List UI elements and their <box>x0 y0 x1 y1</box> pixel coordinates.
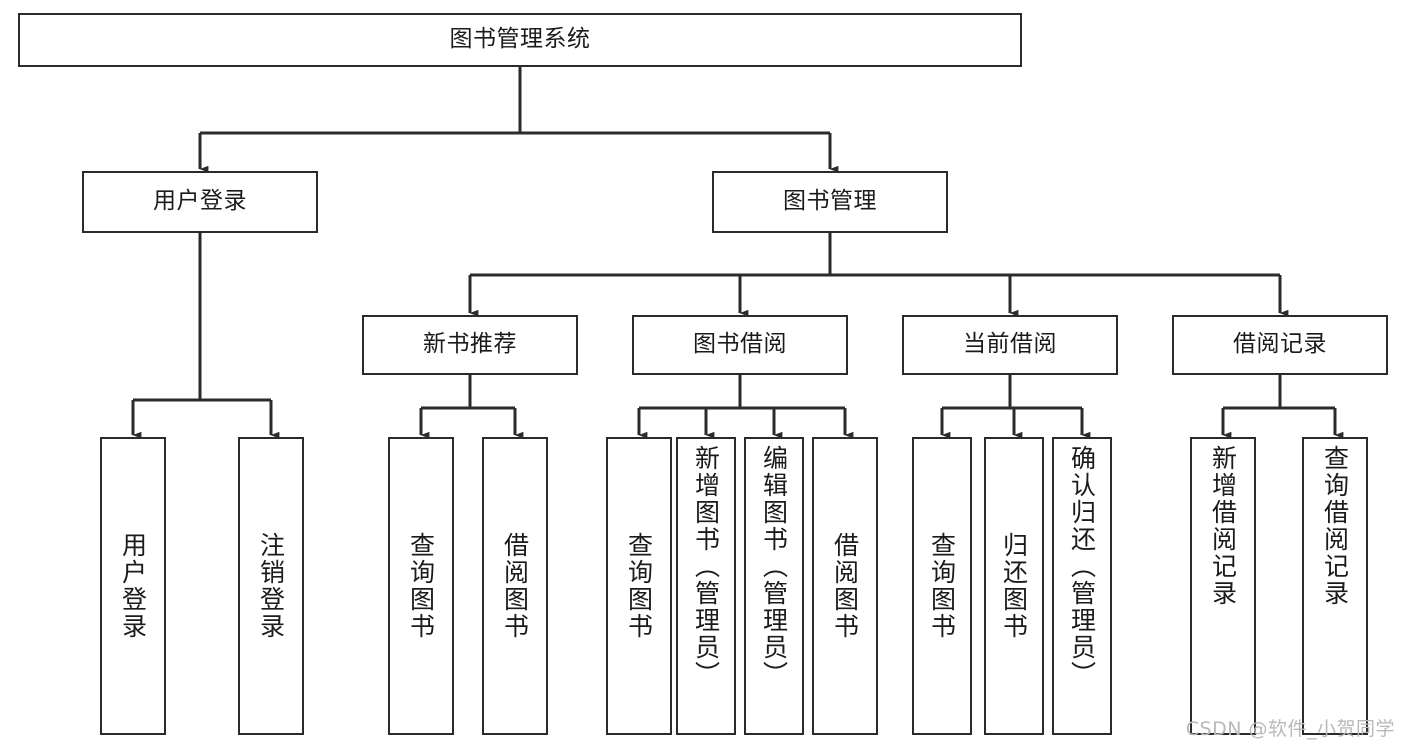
leaf-node-label: 用户登录 <box>118 532 148 640</box>
leaf-node-5[interactable]: 新增图书（管理员） <box>676 437 736 735</box>
level3-node-2[interactable]: 当前借阅 <box>902 315 1118 375</box>
leaf-node-label: 查询图书 <box>406 532 436 640</box>
level3-node-label: 新书推荐 <box>423 331 517 358</box>
level3-node-label: 图书借阅 <box>693 331 787 358</box>
leaf-node-4[interactable]: 查询图书 <box>606 437 672 735</box>
level2-node-label: 用户登录 <box>153 188 247 215</box>
level3-node-label: 借阅记录 <box>1233 331 1327 358</box>
leaf-node-label: 查询借阅记录 <box>1320 445 1350 607</box>
level3-node-1[interactable]: 图书借阅 <box>632 315 848 375</box>
level3-node-label: 当前借阅 <box>963 331 1057 358</box>
leaf-node-8[interactable]: 查询图书 <box>912 437 972 735</box>
leaf-node-label: 确认归还（管理员） <box>1067 445 1097 688</box>
level3-node-3[interactable]: 借阅记录 <box>1172 315 1388 375</box>
leaf-node-label: 查询图书 <box>927 532 957 640</box>
leaf-node-2[interactable]: 查询图书 <box>388 437 454 735</box>
leaf-node-label: 归还图书 <box>999 532 1029 640</box>
leaf-node-label: 查询图书 <box>624 532 654 640</box>
leaf-node-label: 借阅图书 <box>830 532 860 640</box>
leaf-node-label: 编辑图书（管理员） <box>759 445 789 688</box>
leaf-node-label: 注销登录 <box>256 532 286 640</box>
level3-node-0[interactable]: 新书推荐 <box>362 315 578 375</box>
leaf-node-12[interactable]: 查询借阅记录 <box>1302 437 1368 735</box>
leaf-node-9[interactable]: 归还图书 <box>984 437 1044 735</box>
leaf-node-11[interactable]: 新增借阅记录 <box>1190 437 1256 735</box>
root-node-0[interactable]: 图书管理系统 <box>18 13 1022 67</box>
leaf-node-label: 新增借阅记录 <box>1208 445 1238 607</box>
leaf-node-0[interactable]: 用户登录 <box>100 437 166 735</box>
level2-node-label: 图书管理 <box>783 188 877 215</box>
root-node-label: 图书管理系统 <box>449 26 591 53</box>
leaf-node-3[interactable]: 借阅图书 <box>482 437 548 735</box>
leaf-node-1[interactable]: 注销登录 <box>238 437 304 735</box>
level2-node-0[interactable]: 用户登录 <box>82 171 318 233</box>
leaf-node-10[interactable]: 确认归还（管理员） <box>1052 437 1112 735</box>
leaf-node-6[interactable]: 编辑图书（管理员） <box>744 437 804 735</box>
leaf-node-7[interactable]: 借阅图书 <box>812 437 878 735</box>
leaf-node-label: 新增图书（管理员） <box>691 445 721 688</box>
leaf-node-label: 借阅图书 <box>500 532 530 640</box>
level2-node-1[interactable]: 图书管理 <box>712 171 948 233</box>
